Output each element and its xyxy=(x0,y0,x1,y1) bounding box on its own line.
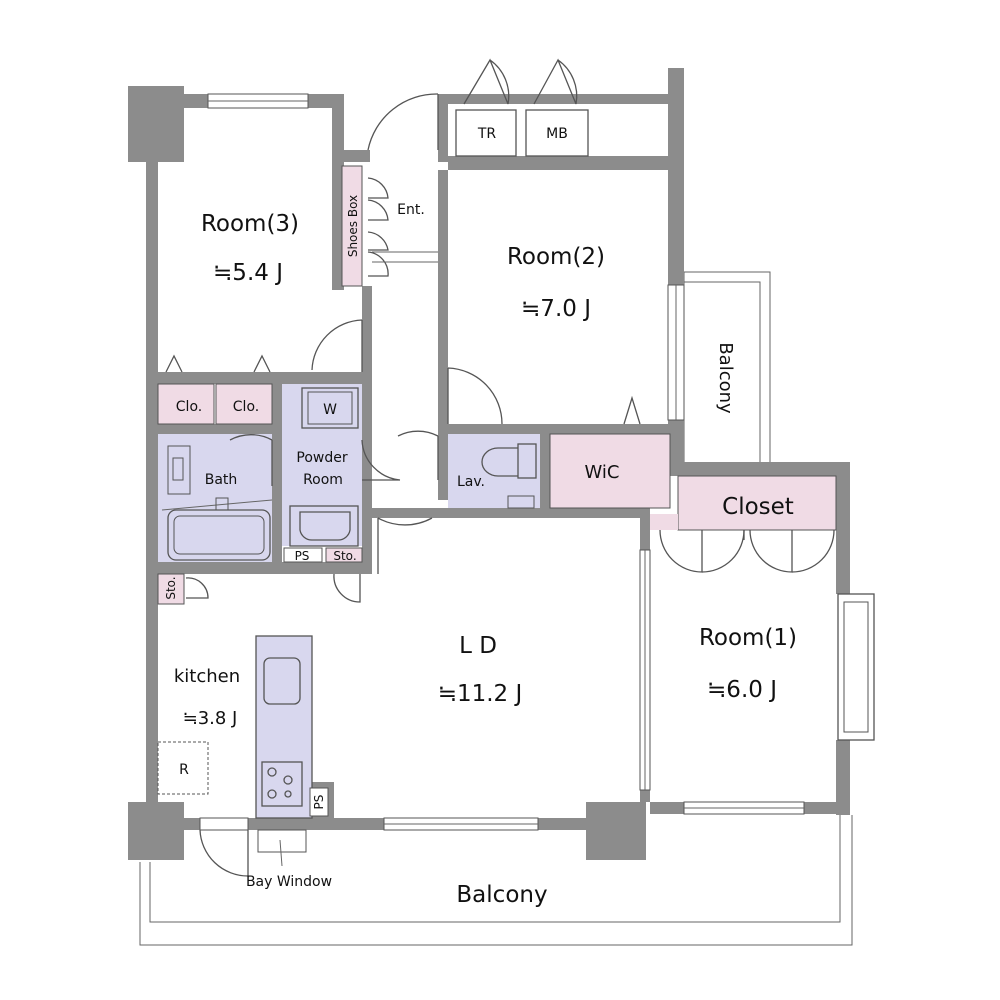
walls xyxy=(128,68,850,860)
bay-window-label: Bay Window xyxy=(246,874,332,890)
balcony-bottom-area xyxy=(139,815,853,946)
room2-area: ≒7.0 J xyxy=(521,296,591,322)
toilet-icon xyxy=(481,443,537,509)
closet-label-2: Clo. xyxy=(233,399,259,415)
bath-label: Bath xyxy=(205,472,238,488)
mb-label: MB xyxy=(546,126,568,142)
room1-area: ≒6.0 J xyxy=(707,677,777,703)
sto-label-left: Sto. xyxy=(164,576,178,599)
windows xyxy=(207,93,875,831)
wet-areas xyxy=(158,384,540,819)
closet-label: Closet xyxy=(722,494,794,520)
room3-area: ≒5.4 J xyxy=(213,260,283,286)
kitchen-sink-icon xyxy=(263,657,301,705)
washer-icon xyxy=(301,387,359,429)
tr-label: TR xyxy=(477,126,497,142)
sto-label-top: Sto. xyxy=(333,549,356,563)
ld-area: ≒11.2 J xyxy=(438,681,523,707)
ps-label-bottom: PS xyxy=(312,795,326,810)
balcony-bottom-label: Balcony xyxy=(456,882,547,908)
shoes-box-label: Shoes Box xyxy=(346,195,360,257)
entrance-label: Ent. xyxy=(397,202,425,218)
ps-label-top: PS xyxy=(295,549,310,563)
balcony-right-label: Balcony xyxy=(715,342,736,414)
room2-name: Room(2) xyxy=(507,244,605,270)
labels: Room(3) ≒5.4 J Room(2) ≒7.0 J Room(1) ≒6… xyxy=(164,126,797,908)
ld-name: L D xyxy=(459,633,497,659)
sink-icon xyxy=(289,505,359,547)
room3-name: Room(3) xyxy=(201,211,299,237)
kitchen-name: kitchen xyxy=(174,666,240,687)
fixtures xyxy=(157,387,537,867)
powder-room-label-line2: Room xyxy=(303,472,343,488)
shower-icon xyxy=(167,445,191,495)
stove-icon xyxy=(261,761,303,807)
kitchen-area: ≒3.8 J xyxy=(183,708,238,729)
fridge-label: R xyxy=(179,762,189,778)
doors xyxy=(165,58,835,877)
mb-box xyxy=(525,109,589,157)
washer-label: W xyxy=(323,402,337,418)
lav-label: Lav. xyxy=(457,474,485,490)
powder-room-label-line1: Powder xyxy=(296,450,347,466)
wic-label: WiC xyxy=(585,462,620,483)
room1-name: Room(1) xyxy=(699,625,797,651)
fridge-icon xyxy=(157,741,209,795)
storage-areas xyxy=(157,165,837,605)
tr-box xyxy=(455,109,517,157)
closet-label-1: Clo. xyxy=(176,399,202,415)
